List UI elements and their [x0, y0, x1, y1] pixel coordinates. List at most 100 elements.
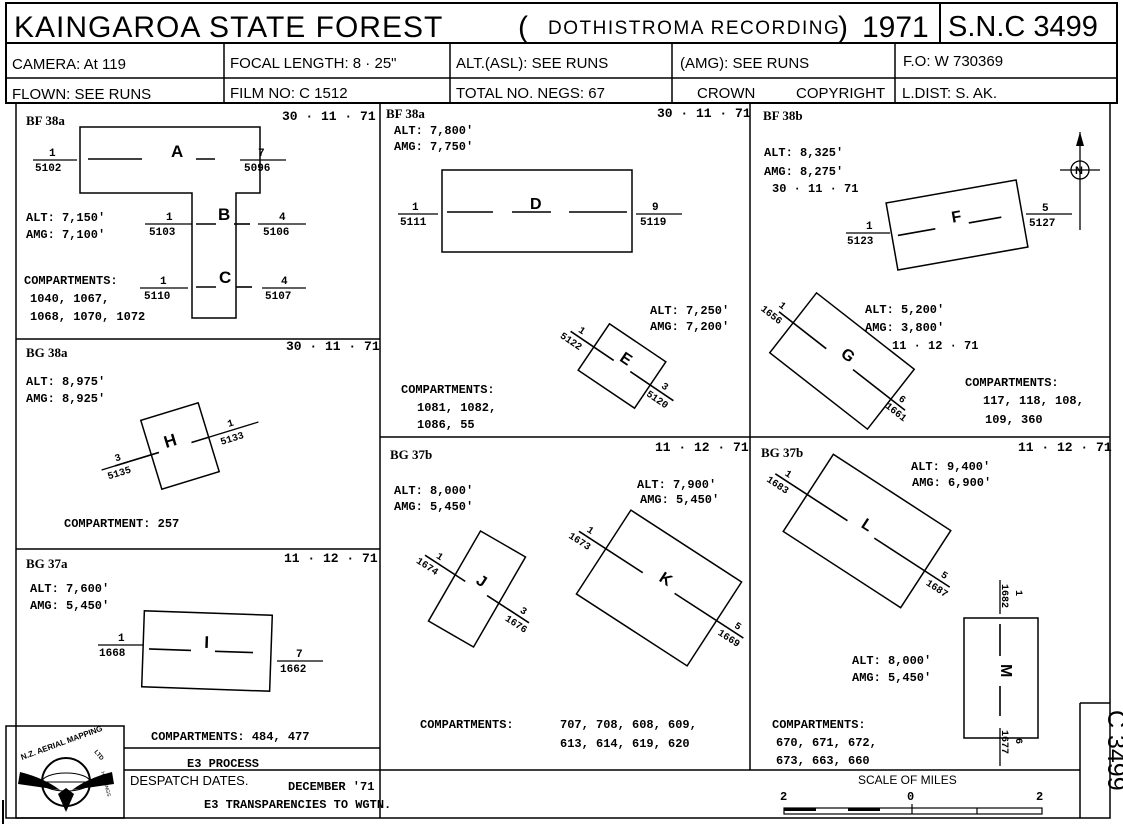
- block-label-d: D: [530, 196, 542, 213]
- range-bar: [101, 454, 152, 471]
- block-outline: [139, 401, 221, 491]
- altitude: ALT: 7,250': [650, 304, 729, 318]
- range-top: 1: [782, 469, 793, 482]
- range-bottom: 1662: [280, 664, 306, 676]
- photo-range: 9 5119: [636, 202, 682, 229]
- range-bottom: 5133: [219, 431, 245, 449]
- block-label-l: L: [858, 516, 876, 536]
- photo-range: 1 5103: [145, 212, 192, 239]
- range-bottom: 5119: [640, 217, 666, 229]
- amg-altitude: AMG: 7,100': [26, 228, 105, 242]
- range-bottom: 1682: [998, 584, 1009, 608]
- range-top: 1: [118, 633, 125, 645]
- range-top: 1: [160, 276, 167, 288]
- altitude: ALT: 8,325': [764, 146, 843, 160]
- range-top: 3: [658, 381, 669, 393]
- amg-altitude: AMG: 8,275': [764, 165, 843, 179]
- altitude: ALT: 7,600': [30, 582, 109, 596]
- flight-line: [968, 216, 1002, 224]
- photo-block-abc: [79, 126, 261, 319]
- altitude: ALT: 7,150': [26, 211, 105, 225]
- flight-date: 11 · 12 · 71: [892, 339, 978, 353]
- photo-block-j: [427, 529, 527, 649]
- flight-date: 30 · 11 · 71: [282, 109, 376, 124]
- altitude: ALT: 9,400': [911, 460, 990, 474]
- arrow-head-icon: [1076, 132, 1084, 146]
- photo-block-k: K 1 1673 5 1669: [566, 509, 744, 667]
- range-bottom: 5123: [847, 236, 874, 248]
- range-bottom: 5096: [244, 163, 270, 175]
- range-bottom: 1677: [998, 730, 1009, 754]
- run-j: J 1 1674 3 1676: [413, 551, 530, 636]
- range-bottom: 5110: [144, 291, 170, 303]
- map-title: KAINGAROA STATE FOREST: [14, 11, 443, 44]
- photo-range: 7 5096: [240, 148, 286, 175]
- compartments-list: 109, 360: [985, 413, 1043, 427]
- copyright: COPYRIGHT: [796, 85, 885, 102]
- range-top: 1: [576, 326, 587, 338]
- range-bar: [208, 421, 259, 438]
- compartments-list: 1068, 1070, 1072: [30, 310, 145, 324]
- range-bottom: 1676: [502, 614, 528, 636]
- flown: FLOWN: SEE RUNS: [12, 86, 151, 103]
- process: E3 PROCESS: [187, 757, 259, 771]
- range-bottom: 5107: [265, 291, 291, 303]
- flight-date: 30 · 11 · 71: [657, 106, 751, 121]
- map-subtitle: DOTHISTROMA RECORDING: [548, 18, 840, 39]
- flight-line: [424, 554, 466, 583]
- flight-line: [149, 648, 192, 652]
- range-bottom: 1687: [923, 579, 949, 601]
- range-top: 1: [776, 301, 788, 313]
- photo-range: 1 1668: [98, 633, 143, 660]
- photo-block-d: [441, 169, 633, 253]
- block-label-i: I: [204, 633, 209, 652]
- amg: (AMG): SEE RUNS: [680, 55, 809, 72]
- amg-altitude: AMG: 3,800': [865, 321, 944, 335]
- range-top: 4: [281, 276, 288, 288]
- flight-line: [486, 594, 530, 624]
- grid-border: [15, 102, 1111, 819]
- panel-bg37b-right: BG 37b 11 · 12 · 71 ALT: 9,400' AMG: 6,9…: [761, 440, 1112, 768]
- photo-range: 1 5102: [33, 148, 77, 175]
- compartments-list: 117, 118, 108,: [983, 394, 1084, 408]
- block-label-f: F: [950, 208, 963, 226]
- range-top: 1: [584, 525, 595, 538]
- panel-bf38a-middle: BF 38a 30 · 11 · 71 ALT: 7,800' AMG: 7,7…: [386, 106, 751, 432]
- range-bottom: 5135: [107, 466, 133, 484]
- altitude: ALT: 8,975': [26, 375, 105, 389]
- flight-date: 30 · 11 · 71: [772, 182, 858, 196]
- scale-bar: SCALE OF MILES 2 0 2: [780, 773, 1043, 815]
- range-top: 4: [279, 212, 286, 224]
- flight-date: 11 · 12 · 71: [1018, 440, 1112, 455]
- run-id: BG 37b: [390, 447, 432, 462]
- compartments-list: 1040, 1067,: [30, 292, 109, 306]
- north-label: N: [1075, 165, 1083, 177]
- amg-altitude: AMG: 5,450': [852, 671, 931, 685]
- block-label-a: A: [171, 142, 183, 161]
- alt-asl: ALT.(ASL): SEE RUNS: [456, 55, 608, 72]
- amg-altitude: AMG: 5,450': [394, 500, 473, 514]
- north-circle: [1070, 160, 1090, 180]
- photo-block-g: G 1 1656 6 1661: [758, 291, 916, 431]
- logo-brand: N.Z. AERIAL MAPPING: [20, 724, 104, 762]
- logo-frame: [5, 725, 125, 819]
- range-top: 1: [49, 148, 56, 160]
- amg-altitude: AMG: 6,900': [912, 476, 991, 490]
- range-vertical: 1 1682: [998, 584, 1023, 608]
- range-top: 5: [938, 570, 949, 583]
- panel-bf38a-left: BF 38a 30 · 11 · 71 A B C 1 5102 7 5096 …: [24, 109, 376, 324]
- photo-range: 7 1662: [277, 649, 323, 676]
- photo-range: 4 5106: [258, 212, 306, 239]
- range-top: 3: [114, 453, 123, 465]
- block-outline: [140, 610, 274, 692]
- flight-line: [873, 537, 951, 588]
- subtitle-open: (: [518, 11, 528, 44]
- photo-range: 4 5107: [262, 276, 306, 303]
- compartments-list: 673, 663, 660: [776, 754, 870, 768]
- amg-altitude: AMG: 7,750': [394, 140, 473, 154]
- amg-altitude: AMG: 8,925': [26, 392, 105, 406]
- compartments-title: COMPARTMENTS:: [965, 376, 1059, 390]
- block-label-k: K: [656, 569, 675, 590]
- flight-date: 11 · 12 · 71: [284, 551, 378, 566]
